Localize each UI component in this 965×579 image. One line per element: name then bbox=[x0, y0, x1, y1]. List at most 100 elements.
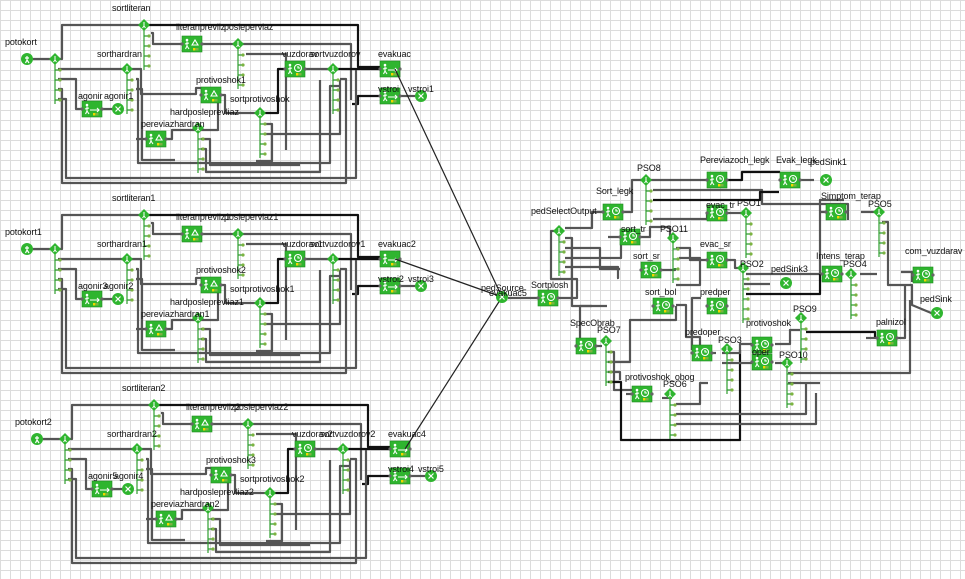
connector[interactable] bbox=[256, 432, 298, 530]
sort-sr-delay-block[interactable] bbox=[639, 261, 663, 279]
connector-evakuac4[interactable] bbox=[404, 296, 503, 450]
port[interactable] bbox=[895, 336, 899, 340]
output-port[interactable] bbox=[273, 512, 277, 516]
connector[interactable] bbox=[151, 31, 182, 46]
port[interactable] bbox=[378, 67, 382, 71]
agonir-sink[interactable] bbox=[112, 103, 124, 115]
port[interactable] bbox=[388, 474, 392, 478]
port[interactable] bbox=[844, 210, 848, 214]
output-port[interactable] bbox=[201, 157, 205, 161]
output-port[interactable] bbox=[263, 142, 267, 146]
predoper-delay-block[interactable] bbox=[690, 344, 714, 362]
port[interactable] bbox=[80, 297, 84, 301]
output-port[interactable] bbox=[854, 293, 858, 297]
output-port[interactable] bbox=[336, 298, 340, 302]
select-output-hardposle[interactable] bbox=[202, 502, 215, 553]
port[interactable] bbox=[651, 304, 655, 308]
output-port[interactable] bbox=[609, 350, 613, 354]
output-port[interactable] bbox=[854, 303, 858, 307]
protivoshok-service-block[interactable] bbox=[209, 466, 233, 484]
connector[interactable] bbox=[166, 318, 195, 331]
output-port[interactable] bbox=[263, 322, 267, 326]
connector[interactable] bbox=[58, 267, 82, 301]
output-port[interactable] bbox=[68, 468, 72, 472]
port[interactable] bbox=[180, 42, 184, 46]
port[interactable] bbox=[778, 178, 782, 182]
connector[interactable] bbox=[806, 330, 877, 338]
output-port[interactable] bbox=[201, 357, 205, 361]
select-output-hardran[interactable] bbox=[121, 63, 134, 114]
output-port[interactable] bbox=[562, 240, 566, 244]
output-port[interactable] bbox=[130, 288, 134, 292]
port[interactable] bbox=[725, 211, 729, 215]
connector[interactable] bbox=[136, 277, 175, 352]
output-port[interactable] bbox=[336, 268, 340, 272]
port[interactable] bbox=[378, 284, 382, 288]
output-port[interactable] bbox=[263, 312, 267, 316]
pereviazoch-legk-delay-block[interactable] bbox=[705, 171, 729, 189]
connector[interactable] bbox=[68, 457, 358, 565]
connector[interactable] bbox=[231, 473, 267, 495]
connector[interactable] bbox=[136, 267, 341, 355]
connector[interactable] bbox=[136, 77, 341, 165]
connector[interactable] bbox=[142, 447, 211, 476]
port[interactable] bbox=[190, 422, 194, 426]
output-port[interactable] bbox=[676, 257, 680, 261]
agonir-exit-block[interactable] bbox=[80, 100, 104, 118]
select-output-pso4[interactable] bbox=[845, 268, 858, 319]
output-port[interactable] bbox=[211, 537, 215, 541]
output-port[interactable] bbox=[58, 278, 62, 282]
select-output-literan[interactable] bbox=[148, 399, 161, 450]
output-port[interactable] bbox=[790, 382, 794, 386]
output-port[interactable] bbox=[804, 327, 808, 331]
port[interactable] bbox=[875, 336, 879, 340]
output-port[interactable] bbox=[336, 108, 340, 112]
ped-sink1[interactable] bbox=[820, 174, 832, 186]
output-port[interactable] bbox=[263, 132, 267, 136]
connector[interactable] bbox=[68, 450, 368, 560]
select-output-pso7[interactable] bbox=[600, 335, 613, 386]
port[interactable] bbox=[174, 517, 178, 521]
literan-service-block[interactable] bbox=[180, 225, 204, 243]
ped-sink[interactable] bbox=[931, 307, 943, 319]
output-port[interactable] bbox=[130, 88, 134, 92]
connector[interactable] bbox=[727, 170, 780, 182]
port[interactable] bbox=[574, 344, 578, 348]
select-output-sortvuzdorov[interactable] bbox=[327, 253, 340, 304]
select-output-hardran[interactable] bbox=[121, 253, 134, 304]
connector[interactable] bbox=[241, 42, 353, 100]
output-port[interactable] bbox=[58, 88, 62, 92]
port[interactable] bbox=[618, 235, 622, 239]
port[interactable] bbox=[154, 517, 158, 521]
predper-delay-block[interactable] bbox=[705, 297, 729, 315]
output-port[interactable] bbox=[147, 244, 151, 248]
connector[interactable] bbox=[263, 67, 285, 115]
output-port[interactable] bbox=[241, 83, 245, 87]
output-port[interactable] bbox=[140, 468, 144, 472]
connector[interactable] bbox=[897, 285, 907, 340]
port[interactable] bbox=[164, 137, 168, 141]
agonir-exit-block[interactable] bbox=[90, 480, 114, 498]
connector[interactable] bbox=[565, 265, 620, 280]
vstroi-sink[interactable] bbox=[415, 90, 427, 102]
output-port[interactable] bbox=[263, 332, 267, 336]
output-port[interactable] bbox=[676, 267, 680, 271]
output-port[interactable] bbox=[336, 78, 340, 82]
select-output-main[interactable] bbox=[59, 433, 72, 484]
output-port[interactable] bbox=[336, 288, 340, 292]
port[interactable] bbox=[671, 304, 675, 308]
agonir-sink[interactable] bbox=[122, 483, 134, 495]
port[interactable] bbox=[303, 257, 307, 261]
output-port[interactable] bbox=[882, 231, 886, 235]
port[interactable] bbox=[219, 93, 223, 97]
evakuac-exit-block[interactable] bbox=[378, 60, 402, 78]
output-port[interactable] bbox=[130, 268, 134, 272]
output-port[interactable] bbox=[673, 403, 677, 407]
connector[interactable] bbox=[241, 232, 353, 290]
select-output-ped[interactable] bbox=[553, 225, 566, 276]
evac-sr-delay-block[interactable] bbox=[705, 251, 729, 269]
connector[interactable] bbox=[274, 460, 352, 516]
output-port[interactable] bbox=[263, 122, 267, 126]
intens-terap-delay-block[interactable] bbox=[820, 265, 844, 283]
output-port[interactable] bbox=[130, 298, 134, 302]
